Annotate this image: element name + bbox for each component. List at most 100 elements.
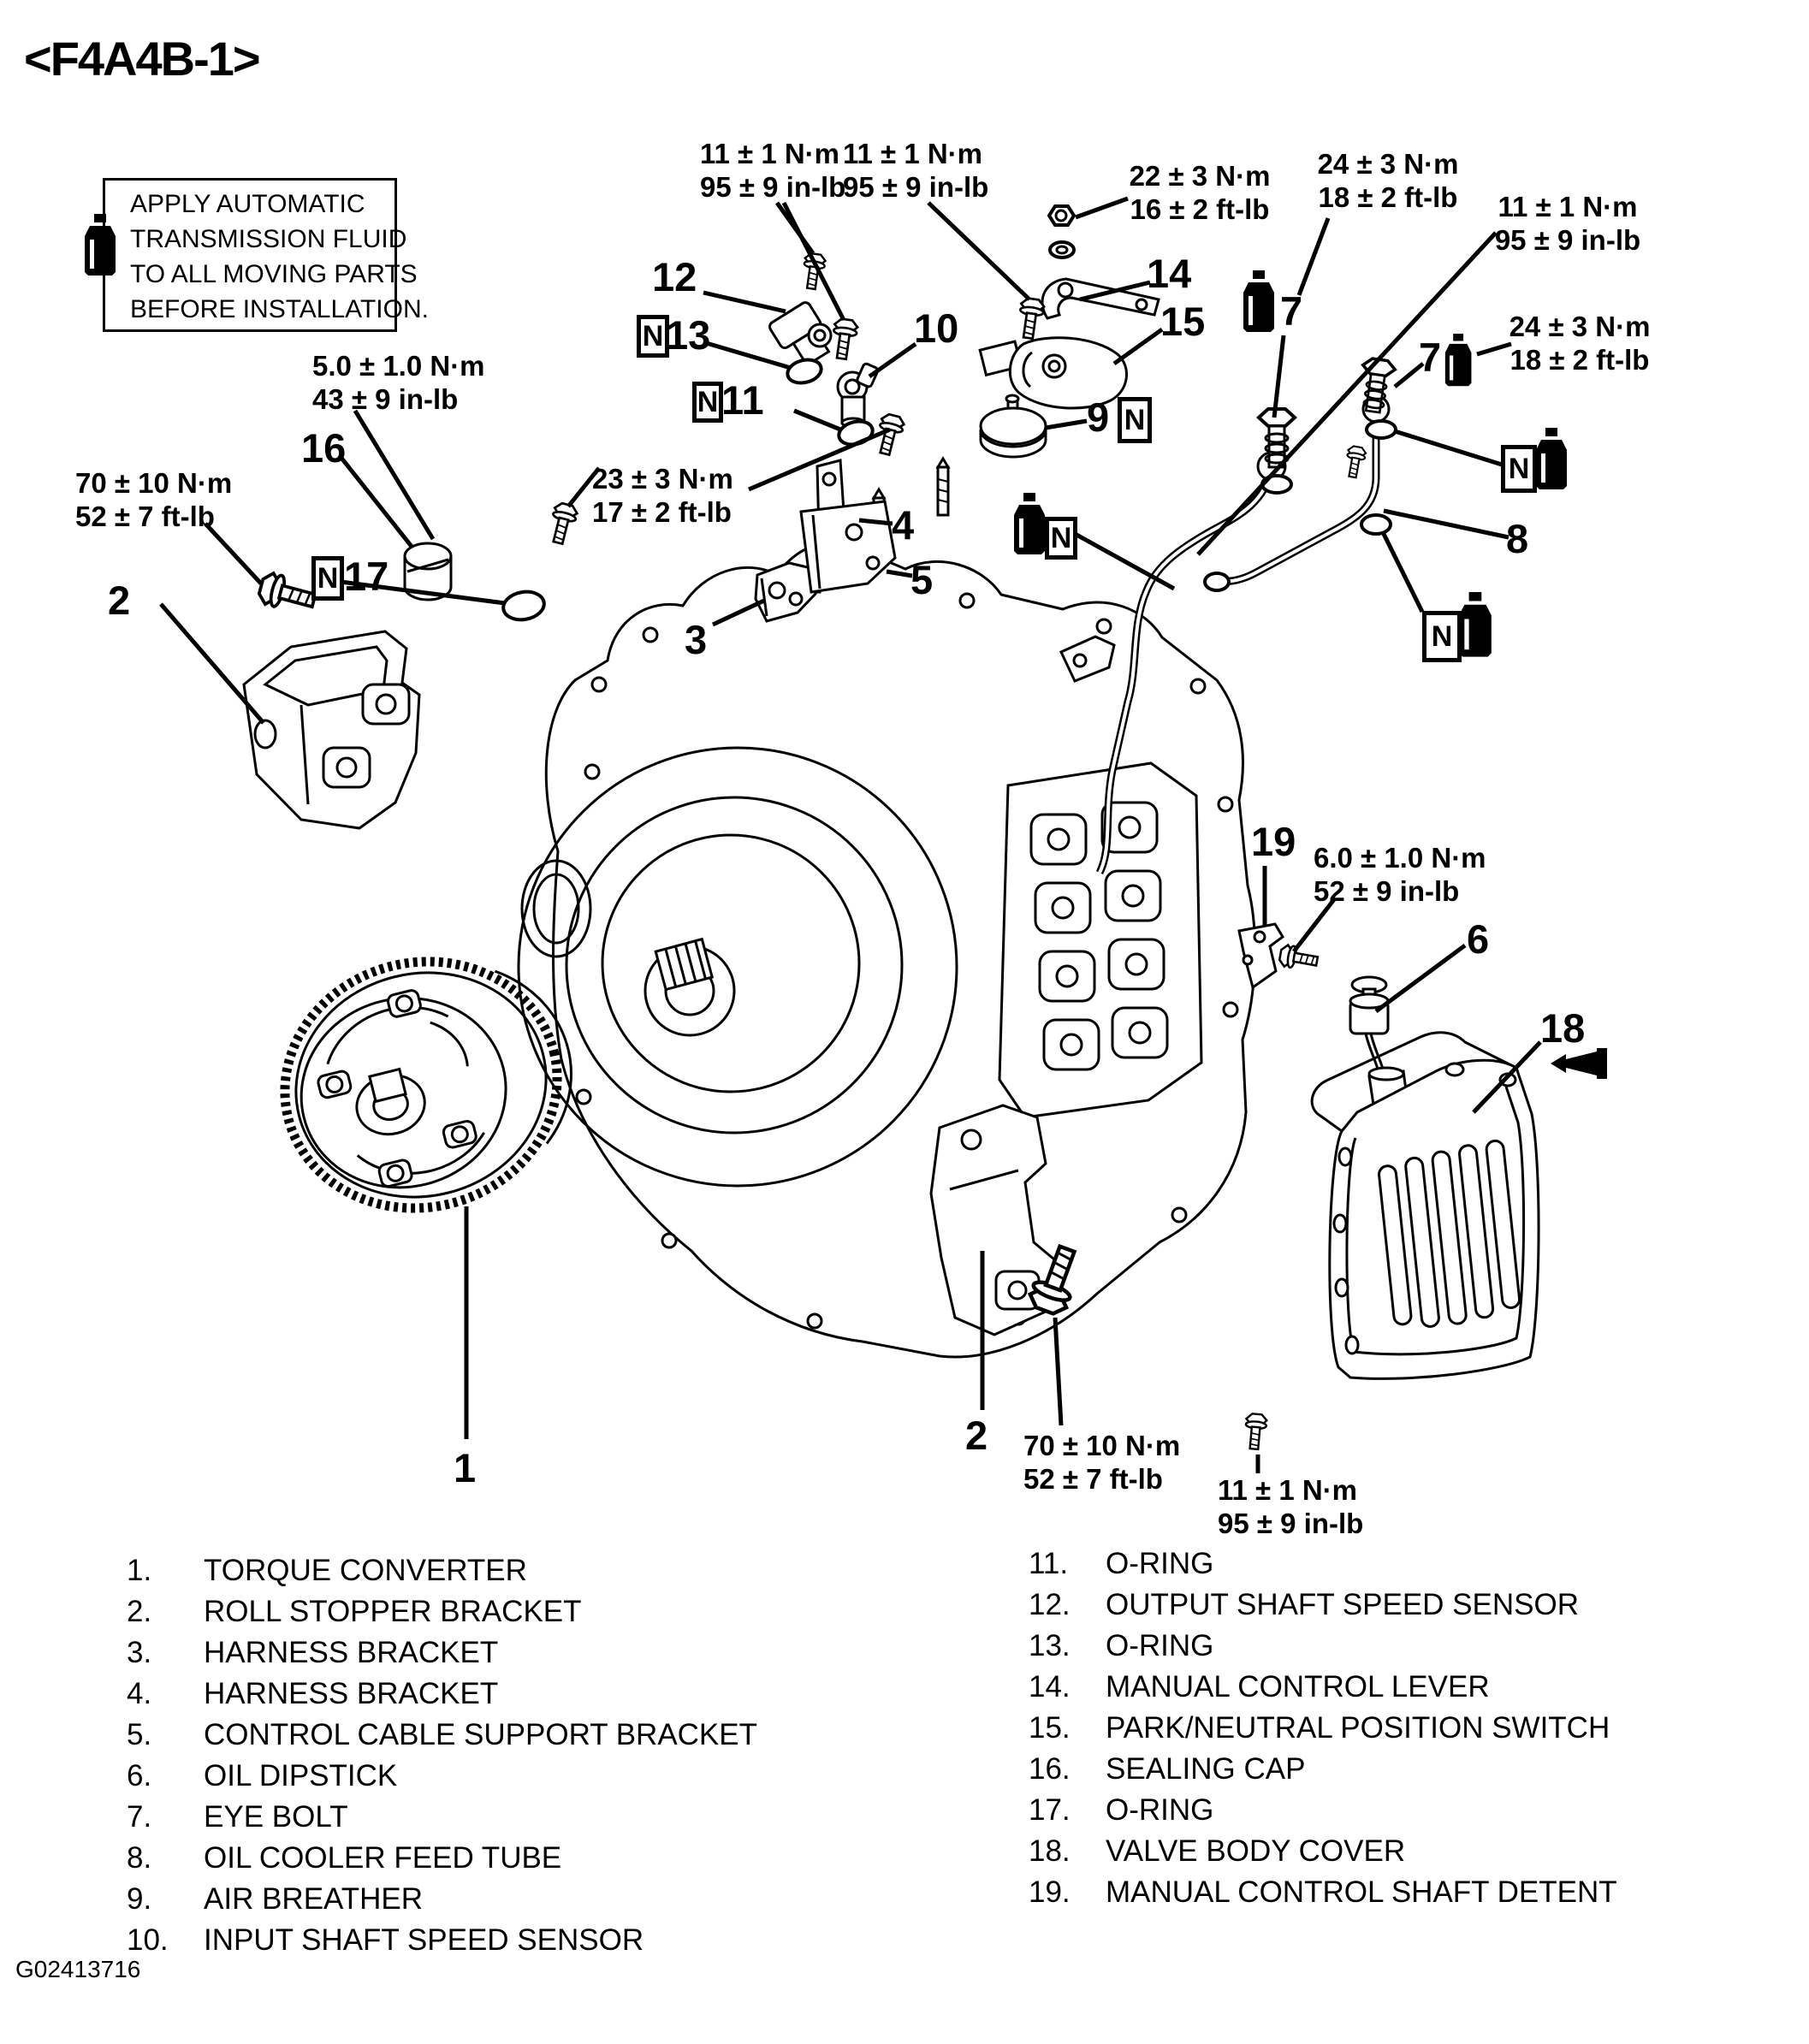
torque-imperial: 95 ± 9 in-lb: [1494, 224, 1641, 256]
legend-num: 6.: [127, 1759, 152, 1792]
callout-14: 14: [1147, 251, 1192, 296]
legend-num: 3.: [127, 1636, 152, 1669]
legend-row: 8.OIL COOLER FEED TUBE: [127, 1838, 940, 1879]
torque-metric: 70 ± 10 N·m: [1023, 1430, 1181, 1461]
legend-num: 5.: [127, 1718, 152, 1751]
callout-11: 11: [721, 377, 764, 423]
nut-22nm: [1047, 204, 1077, 227]
callout-5: 5: [910, 557, 934, 602]
legend-row: 6. OIL DIPSTICK: [127, 1756, 940, 1797]
legend-row: 11.O-RING: [1029, 1543, 1799, 1585]
torque-imperial: 17 ± 2 ft-lb: [592, 496, 732, 528]
torque-label-11nm-bottom: 11 ± 1 N·m 95 ± 9 in-lb: [1218, 1473, 1363, 1540]
legend-name: OUTPUT SHAFT SPEED SENSOR: [1106, 1588, 1579, 1621]
note-line-3: TO ALL MOVING PARTS: [130, 260, 418, 288]
torque-imperial: 43 ± 9 in-lb: [312, 383, 459, 415]
torque-imperial: 52 ± 7 ft-lb: [75, 501, 215, 532]
atf-bottle-icon-a: [1536, 428, 1567, 489]
callout-9: 9: [1087, 394, 1110, 440]
torque-imperial: 16 ± 2 ft-lb: [1130, 193, 1270, 225]
n-marker-13: N: [637, 315, 669, 358]
callout-8: 8: [1506, 516, 1529, 561]
torque-imperial: 95 ± 9 in-lb: [1218, 1508, 1364, 1539]
legend-row: 9.AIR BREATHER: [127, 1879, 940, 1920]
torque-metric: 5.0 ± 1.0 N·m: [312, 350, 485, 382]
valve-body-detail: [998, 761, 1203, 1119]
washer-7b: [1365, 419, 1397, 440]
torque-imperial: 95 ± 9 in-lb: [700, 171, 846, 203]
legend-left-column: 1.TORQUE CONVERTER 2.ROLL STOPPER BRACKE…: [127, 1550, 940, 1961]
torque-imperial: 18 ± 2 ft-lb: [1318, 181, 1458, 213]
legend-name: INPUT SHAFT SPEED SENSOR: [204, 1923, 644, 1957]
legend-num: 4.: [127, 1677, 152, 1710]
legend-num: 12.: [1029, 1588, 1071, 1621]
manual-control-shaft-detent: [1237, 922, 1284, 990]
atf-bottle-icons: [85, 214, 1607, 1079]
torque-imperial: 52 ± 7 ft-lb: [1023, 1463, 1163, 1495]
manual-control-lever: [1041, 277, 1160, 320]
legend-name: O-RING: [1106, 1793, 1214, 1827]
air-breather: [979, 394, 1047, 459]
n-marker-17: N: [311, 556, 344, 601]
legend-row: 13.O-RING: [1029, 1626, 1799, 1667]
legend-num: 17.: [1029, 1793, 1071, 1827]
legend-name: HARNESS BRACKET: [204, 1636, 499, 1669]
legend-num: 7.: [127, 1800, 152, 1834]
callout-2-bottom: 2: [965, 1413, 988, 1458]
callout-19: 19: [1251, 819, 1296, 864]
legend-num: 9.: [127, 1882, 152, 1916]
torque-imperial: 95 ± 9 in-lb: [843, 171, 989, 203]
legend-num: 16.: [1029, 1752, 1071, 1786]
transmission-case: [517, 540, 1257, 1359]
leader-lines: [159, 196, 1542, 1473]
n-marker-9: N: [1118, 397, 1152, 443]
torque-imperial: 18 ± 2 ft-lb: [1509, 344, 1650, 376]
legend-row: 19.MANUAL CONTROL SHAFT DETENT: [1029, 1872, 1799, 1913]
atf-bottle-icon-7b: [1444, 334, 1472, 387]
o-ring-17: [501, 590, 546, 622]
legend-row: 5.CONTROL CABLE SUPPORT BRACKET: [127, 1715, 940, 1756]
legend-row: 18.VALVE BODY COVER: [1029, 1831, 1799, 1872]
washer-8b: [1203, 572, 1231, 592]
washer-8a: [1360, 513, 1392, 536]
callout-13: 13: [666, 312, 711, 358]
legend-name: PARK/NEUTRAL POSITION SWITCH: [1106, 1711, 1610, 1745]
figure-title: <F4A4B-1>: [24, 32, 261, 86]
callout-16: 16: [301, 425, 347, 471]
torque-label-70nm-bottom: 70 ± 10 N·m 52 ± 7 ft-lb: [1023, 1429, 1180, 1496]
control-cable-support-bracket: [799, 500, 897, 594]
legend-name: OIL COOLER FEED TUBE: [204, 1841, 562, 1875]
legend-num: 2.: [127, 1595, 152, 1628]
callout-10: 10: [914, 305, 959, 351]
torque-label-22nm: 22 ± 3 N·m 16 ± 2 ft-lb: [1126, 159, 1273, 226]
legend-num: 11.: [1029, 1547, 1069, 1580]
legend-row: 16.SEALING CAP: [1029, 1749, 1799, 1790]
legend-row: 3. HARNESS BRACKET: [127, 1632, 940, 1674]
legend-name: HARNESS BRACKET: [204, 1677, 499, 1710]
atf-bottle-icon-note: [85, 214, 116, 275]
fasteners: [255, 204, 1368, 1451]
n-marker-b: N: [1422, 611, 1462, 662]
torque-metric: 6.0 ± 1.0 N·m: [1314, 842, 1486, 874]
caution-note-text: APPLY AUTOMATIC TRANSMISSION FLUID TO AL…: [130, 187, 429, 327]
callout-2-left: 2: [108, 578, 131, 623]
n-marker-c: N: [1045, 517, 1077, 560]
legend-num: 14.: [1029, 1670, 1071, 1703]
figure-code: G02413716: [15, 1956, 141, 1982]
torque-label-5nm: 5.0 ± 1.0 N·m 43 ± 9 in-lb: [312, 349, 485, 416]
legend-name: ROLL STOPPER BRACKET: [204, 1595, 582, 1628]
legend-num: 15.: [1029, 1711, 1071, 1745]
legend-name: O-RING: [1106, 1629, 1214, 1662]
atf-bottle-icon-b: [1459, 592, 1492, 657]
legend-name: MANUAL CONTROL SHAFT DETENT: [1106, 1875, 1617, 1909]
callout-18: 18: [1540, 1005, 1586, 1051]
callout-7-a: 7: [1280, 288, 1303, 334]
legend-num: 10.: [127, 1923, 169, 1957]
legend-row: 17. O-RING: [1029, 1790, 1799, 1831]
note-line-2: TRANSMISSION FLUID: [130, 225, 407, 253]
legend-row: 4. HARNESS BRACKET: [127, 1674, 940, 1715]
caution-note-box: [103, 178, 397, 332]
legend-name: OIL DIPSTICK: [204, 1759, 398, 1792]
